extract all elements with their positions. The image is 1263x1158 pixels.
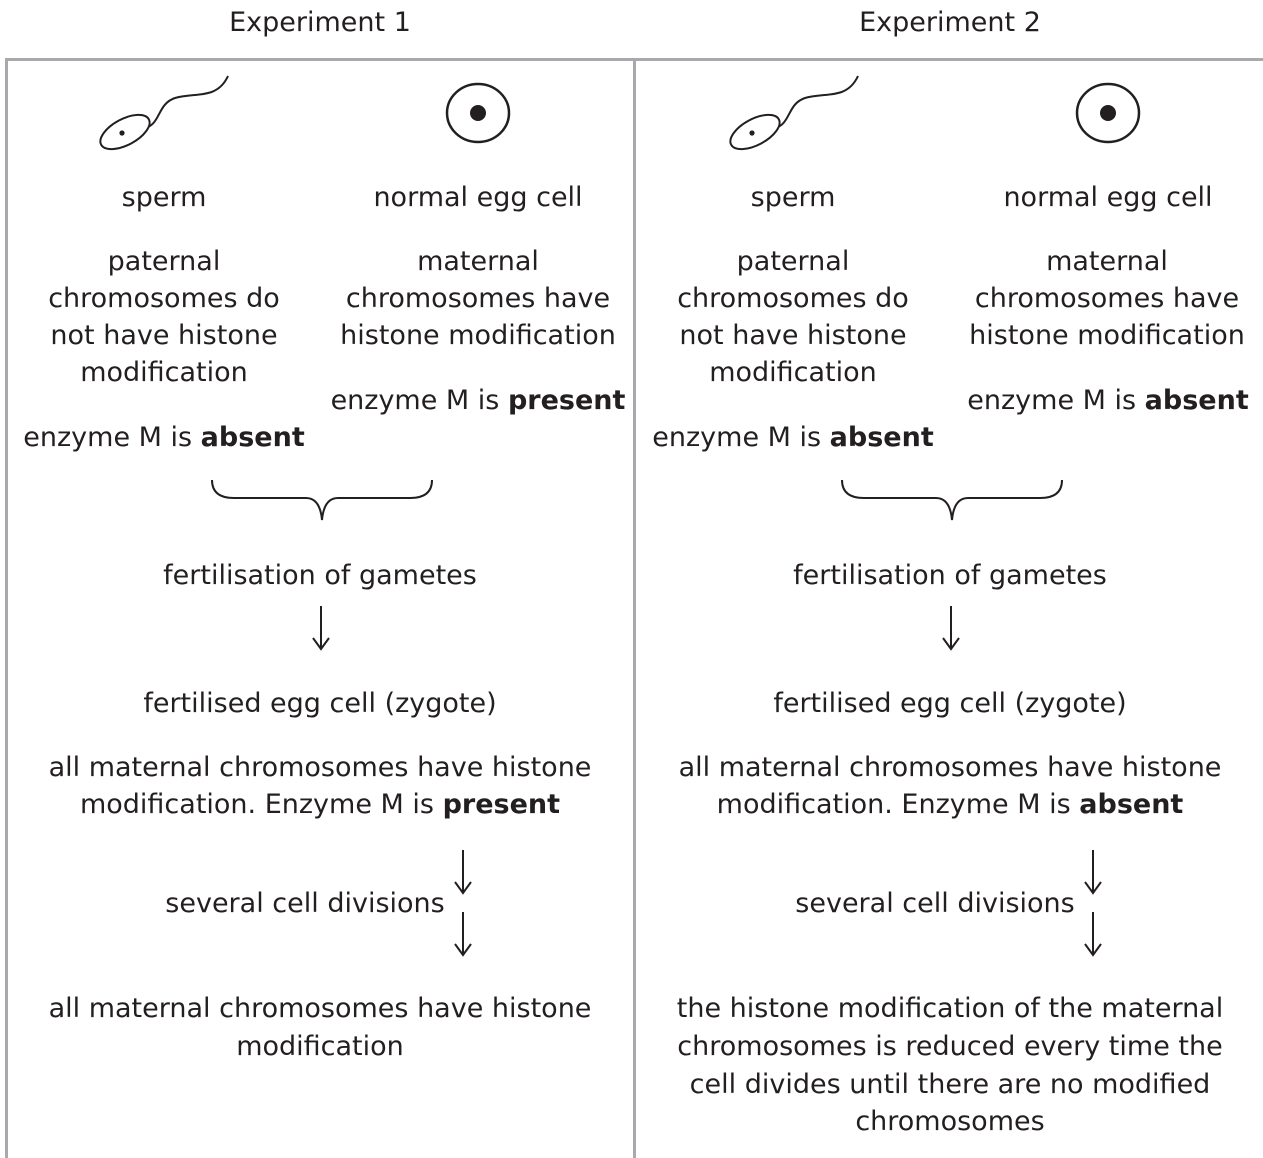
- experiment-1-title: Experiment 1: [229, 7, 411, 38]
- egg-chromosomes-line-3: histone modification: [969, 320, 1245, 351]
- zygote-description-prefix: modification. Enzyme M is: [79, 789, 443, 820]
- arrow-down-icon: [1084, 850, 1102, 895]
- sperm-label: sperm: [750, 182, 836, 213]
- sperm-icon: [99, 75, 229, 151]
- egg-cell-icon: [445, 82, 511, 144]
- zygote-label: fertilised egg cell (zygote): [143, 688, 497, 719]
- outcome-line-2: modification: [236, 1031, 404, 1062]
- sperm-chromosomes-line-1: paternal: [107, 246, 221, 277]
- brace-icon: [211, 479, 433, 521]
- arrow-down-icon: [454, 912, 472, 957]
- arrow-down-icon: [312, 606, 330, 651]
- sperm-icon: [729, 75, 859, 151]
- zygote-description-line-2: modification. Enzyme M is present: [20, 786, 620, 823]
- egg-enzyme-text: enzyme M is present: [318, 382, 638, 419]
- egg-chromosomes-line-2: chromosomes have: [974, 283, 1240, 314]
- zygote-description-line-1: all maternal chromosomes have histone: [48, 752, 592, 783]
- egg-chromosomes-line-1: maternal: [417, 246, 539, 277]
- arrow-down-icon: [454, 850, 472, 895]
- outcome-line-2: chromosomes is reduced every time the: [677, 1031, 1223, 1062]
- outcome-line-1: all maternal chromosomes have histone: [48, 993, 592, 1024]
- sperm-chromosomes-line-3: not have histone: [679, 320, 907, 351]
- egg-enzyme-text: enzyme M is absent: [948, 382, 1263, 419]
- sperm-chromosomes-line-1: paternal: [736, 246, 850, 277]
- sperm-chromosomes-line-2: chromosomes do: [677, 283, 909, 314]
- enzyme-status: present: [507, 385, 626, 416]
- experiment-2-title: Experiment 2: [859, 7, 1041, 38]
- zygote-description-prefix: modification. Enzyme M is: [716, 789, 1080, 820]
- fertilisation-label: fertilisation of gametes: [163, 560, 477, 591]
- brace-icon: [841, 479, 1063, 521]
- zygote-enzyme-status: absent: [1079, 789, 1184, 820]
- egg-label: normal egg cell: [1003, 182, 1213, 213]
- egg-label: normal egg cell: [373, 182, 583, 213]
- divisions-label: several cell divisions: [165, 888, 445, 919]
- sperm-chromosomes-line-3: not have histone: [50, 320, 278, 351]
- arrow-down-icon: [942, 606, 960, 651]
- outcome-line-1: the histone modification of the maternal: [676, 993, 1224, 1024]
- fertilisation-label: fertilisation of gametes: [793, 560, 1107, 591]
- egg-cell-icon: [1075, 82, 1141, 144]
- outcome-line-4: chromosomes: [855, 1106, 1045, 1137]
- enzyme-status: absent: [200, 422, 305, 453]
- enzyme-prefix: enzyme M is: [330, 385, 508, 416]
- experiment-2-panel: [633, 58, 1263, 1158]
- outcome-line-3: cell divides until there are no modified: [689, 1069, 1211, 1100]
- sperm-chromosomes-line-4: modification: [709, 357, 877, 388]
- egg-chromosomes-line-1: maternal: [1046, 246, 1168, 277]
- zygote-enzyme-status: present: [442, 789, 561, 820]
- zygote-label: fertilised egg cell (zygote): [773, 688, 1127, 719]
- egg-chromosomes-line-3: histone modification: [340, 320, 616, 351]
- zygote-description-line-1: all maternal chromosomes have histone: [678, 752, 1222, 783]
- sperm-chromosomes-line-2: chromosomes do: [48, 283, 280, 314]
- enzyme-prefix: enzyme M is: [652, 422, 830, 453]
- sperm-label: sperm: [121, 182, 207, 213]
- sperm-enzyme-text: enzyme M is absent: [643, 419, 943, 456]
- enzyme-prefix: enzyme M is: [967, 385, 1145, 416]
- enzyme-prefix: enzyme M is: [23, 422, 201, 453]
- enzyme-status: absent: [829, 422, 934, 453]
- egg-chromosomes-line-2: chromosomes have: [345, 283, 611, 314]
- divisions-label: several cell divisions: [795, 888, 1075, 919]
- zygote-description-line-2: modification. Enzyme M is absent: [650, 786, 1250, 823]
- enzyme-status: absent: [1144, 385, 1249, 416]
- sperm-enzyme-text: enzyme M is absent: [14, 419, 314, 456]
- sperm-chromosomes-line-4: modification: [80, 357, 248, 388]
- arrow-down-icon: [1084, 912, 1102, 957]
